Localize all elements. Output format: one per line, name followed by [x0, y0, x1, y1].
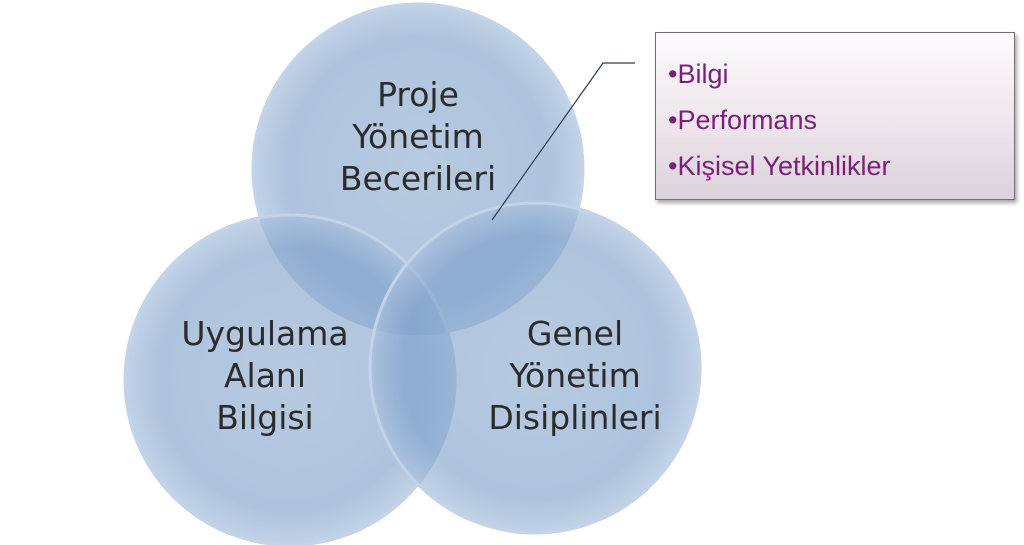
callout-item-bilgi: •Bilgi — [668, 59, 729, 89]
circle-top-line-2: Yönetim — [352, 117, 484, 156]
callout-item-kisisel-yetkinlikler: •Kişisel Yetkinlikler — [668, 151, 891, 181]
callout-box: •Bilgi •Performans •Kişisel Yetkinlikler — [655, 32, 1015, 200]
circle-right-line-1: Genel — [526, 314, 624, 353]
circle-left-line-3: Bilgisi — [216, 398, 314, 437]
callout-connector — [491, 62, 635, 221]
circle-right-line-3: Disiplinleri — [488, 398, 662, 437]
circle-top-label: Proje Yönetim Becerileri — [318, 74, 518, 200]
circle-top-line-3: Becerileri — [339, 159, 497, 198]
circle-right — [368, 201, 702, 535]
callout-item-performans: •Performans — [668, 105, 818, 135]
circle-left-line-2: Alanı — [223, 356, 307, 395]
circle-top-line-1: Proje — [377, 75, 459, 114]
circle-right-label: Genel Yönetim Disiplinleri — [470, 313, 680, 439]
circle-left-line-1: Uygulama — [181, 314, 349, 353]
circle-right-line-2: Yönetim — [509, 356, 641, 395]
callout-list: •Bilgi •Performans •Kişisel Yetkinlikler — [656, 33, 1014, 189]
circle-left-label: Uygulama Alanı Bilgisi — [160, 313, 370, 439]
